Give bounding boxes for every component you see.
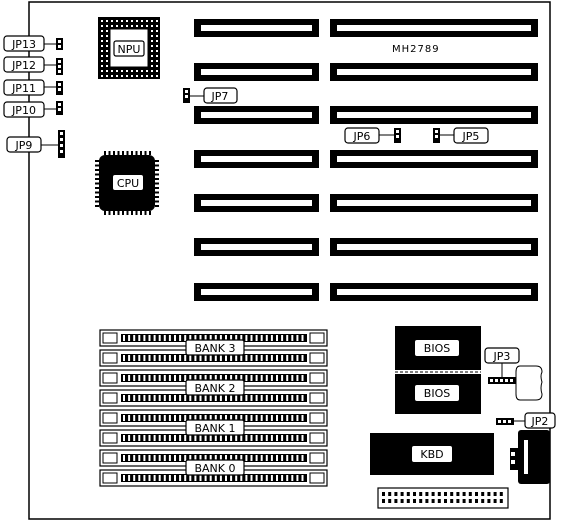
power-connector xyxy=(377,487,509,509)
jumper-jp12[interactable]: JP12 xyxy=(3,56,63,75)
keyboard-controller: KBD xyxy=(370,433,494,475)
jp5-label: JP5 xyxy=(462,130,480,143)
simm-socket xyxy=(99,449,328,467)
jumper-jp6[interactable]: JP6 xyxy=(344,127,401,144)
jp12-label: JP12 xyxy=(11,59,36,72)
jp2-label: JP2 xyxy=(531,415,549,428)
cpu-label: CPU xyxy=(117,177,139,190)
simm-socket xyxy=(99,469,328,487)
jumper-jp5[interactable]: JP5 xyxy=(433,127,489,144)
battery xyxy=(515,365,543,401)
jp13-label: JP13 xyxy=(11,38,36,51)
bios-lower-label: BIOS xyxy=(424,387,450,400)
simm-sockets: BANK 3 BANK 2 BANK 1 BANK 0 xyxy=(99,329,328,487)
simm-socket xyxy=(99,349,328,367)
memory-bank-label: BANK 0 xyxy=(194,462,235,475)
jumper-jp13[interactable]: JP13 xyxy=(3,35,63,52)
npu-socket: NPU xyxy=(98,17,160,79)
jp7-label: JP7 xyxy=(211,90,229,103)
board-model-label: MH2789 xyxy=(392,44,440,55)
jp3-label: JP3 xyxy=(493,350,511,363)
jumper-jp9[interactable]: JP9 xyxy=(6,130,65,158)
jp9-label: JP9 xyxy=(15,139,33,152)
simm-socket xyxy=(99,429,328,447)
jumper-jp2[interactable]: JP2 xyxy=(496,412,556,429)
memory-bank-label: BANK 3 xyxy=(194,342,235,355)
simm-socket xyxy=(99,389,328,407)
expansion-slots xyxy=(194,19,538,301)
jumper-jp10[interactable]: JP10 xyxy=(3,101,63,118)
keyboard-connector xyxy=(510,430,550,484)
kbd-label: KBD xyxy=(420,448,443,461)
memory-bank-label: BANK 2 xyxy=(194,382,235,395)
jumper-jp3[interactable]: JP3 xyxy=(484,347,520,384)
bios-chip-upper: BIOS xyxy=(395,326,481,370)
npu-label: NPU xyxy=(118,43,141,56)
jumper-jp7[interactable]: JP7 xyxy=(183,87,238,104)
jumper-jp11[interactable]: JP11 xyxy=(3,79,63,96)
memory-bank-label: BANK 1 xyxy=(194,422,235,435)
cpu-chip: CPU xyxy=(95,151,159,215)
jp10-label: JP10 xyxy=(11,104,36,117)
jp11-label: JP11 xyxy=(11,82,36,95)
bios-chip-lower: BIOS xyxy=(395,374,481,414)
bios-upper-label: BIOS xyxy=(424,342,450,355)
jp6-label: JP6 xyxy=(353,130,371,143)
